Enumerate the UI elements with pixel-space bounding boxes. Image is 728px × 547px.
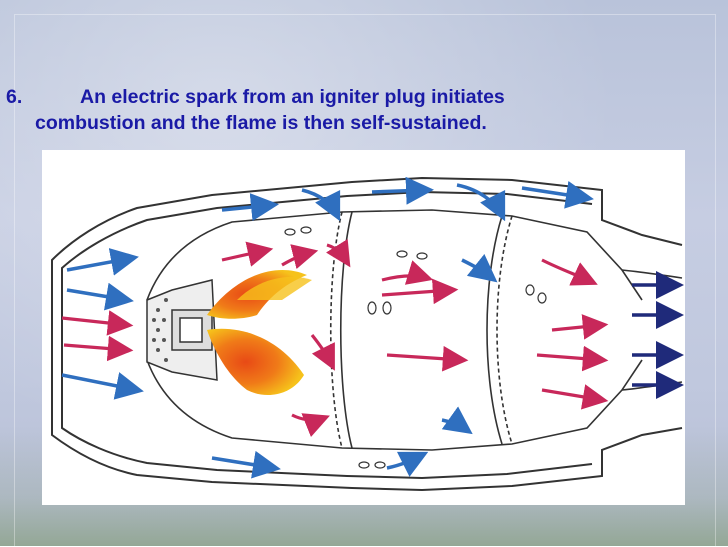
cool-air-arrows xyxy=(61,176,594,479)
slide-heading: 6. An electric spark from an igniter plug… xyxy=(6,84,666,136)
swirler-snout xyxy=(146,279,218,381)
combustion-diagram-panel xyxy=(42,150,685,505)
flame xyxy=(207,269,312,395)
heading-number: 6. xyxy=(6,86,23,108)
outer-casing xyxy=(51,176,683,492)
heading-line-1: An electric spark from an igniter plug i… xyxy=(80,86,505,108)
exhaust-nozzle xyxy=(621,269,683,391)
hot-gas-arrows xyxy=(61,238,609,438)
slide-frame xyxy=(14,14,716,547)
combustion-chamber-diagram xyxy=(51,176,684,492)
exhaust-arrows xyxy=(632,271,684,399)
heading-line-2: combustion and the flame is then self-su… xyxy=(35,112,487,134)
